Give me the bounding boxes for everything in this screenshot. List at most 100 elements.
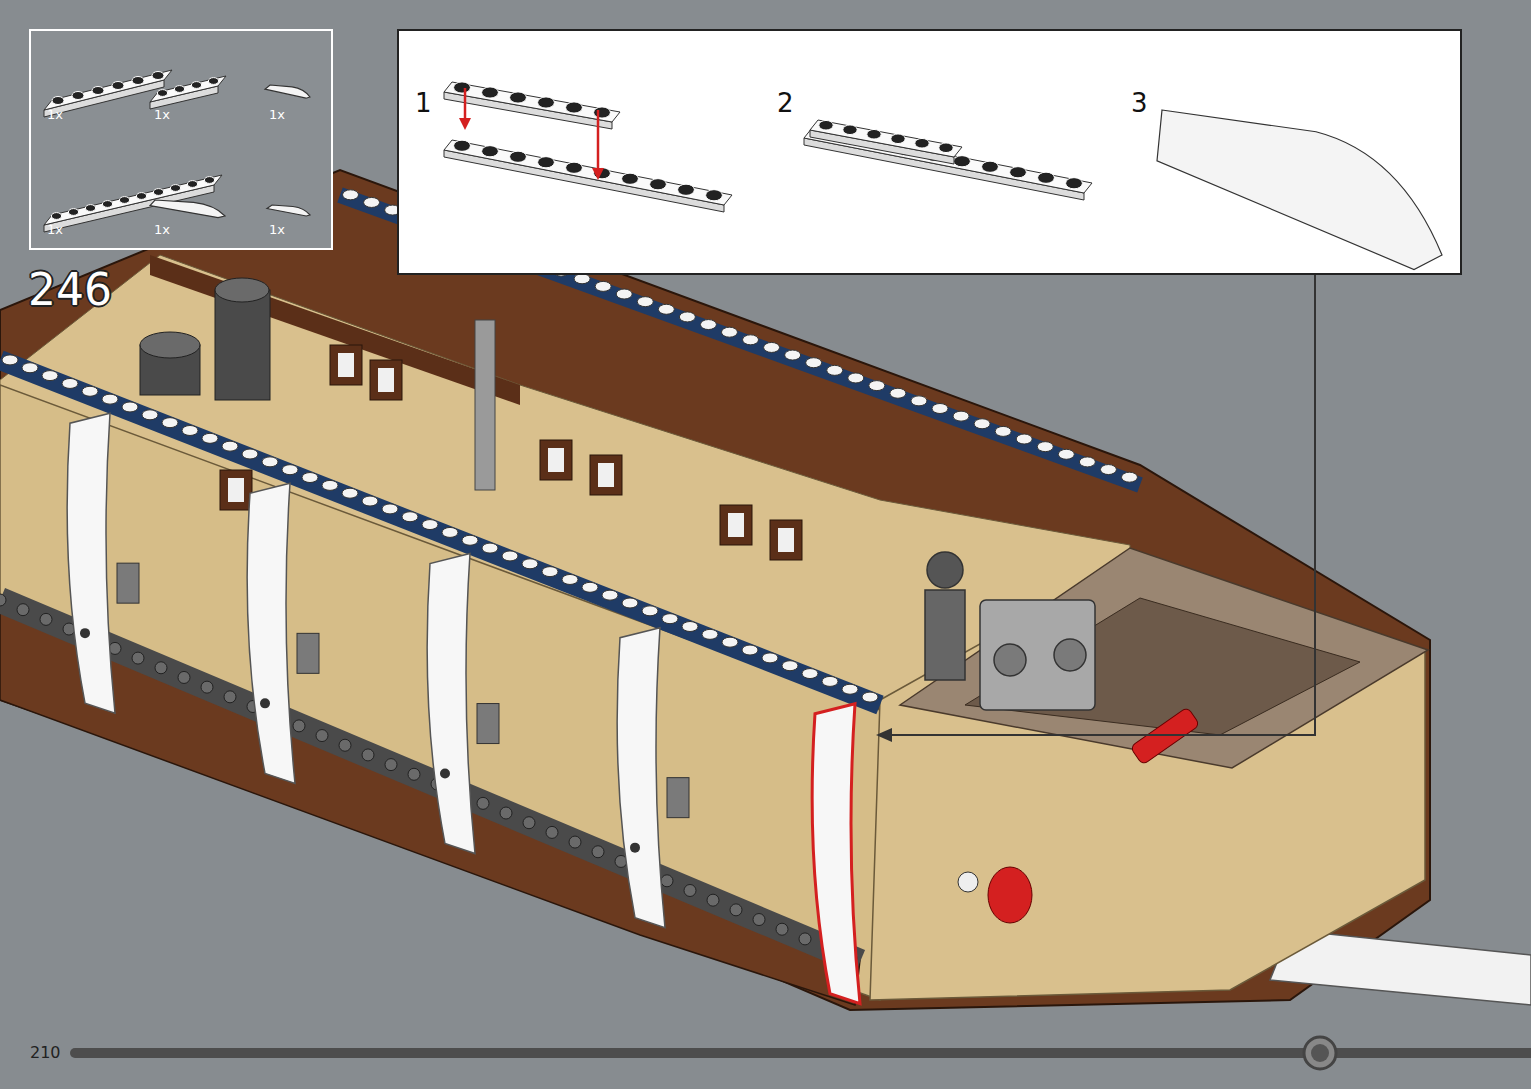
stud <box>785 350 801 360</box>
stud <box>616 289 632 299</box>
stud <box>932 404 948 414</box>
window-pane <box>228 478 244 502</box>
stud <box>538 97 555 108</box>
stud <box>119 197 129 204</box>
stud <box>174 86 184 93</box>
quantity-label: 1x <box>47 223 63 236</box>
stud <box>191 82 201 89</box>
window-pane <box>548 448 564 472</box>
stud <box>954 156 971 167</box>
chain-link <box>684 884 696 896</box>
stud <box>262 457 278 467</box>
substep-box: 1 2 3 <box>397 29 1462 275</box>
stud <box>85 205 95 212</box>
chain-link <box>155 662 167 674</box>
window-pane <box>378 368 394 392</box>
stud <box>742 645 758 655</box>
plate-top <box>444 140 732 205</box>
stud <box>152 72 164 80</box>
stud <box>482 146 499 157</box>
stud <box>827 365 843 375</box>
stud <box>764 342 780 352</box>
stud <box>482 87 499 98</box>
stud <box>522 559 538 569</box>
stud <box>862 692 878 702</box>
stud <box>136 193 146 200</box>
stud <box>819 120 833 130</box>
substep-box-fill <box>397 29 1462 275</box>
stud <box>510 151 527 162</box>
stud <box>802 669 818 679</box>
stud <box>454 82 471 93</box>
stud <box>679 312 695 322</box>
clip <box>667 778 689 818</box>
chain-link <box>316 730 328 742</box>
chain-link <box>408 768 420 780</box>
chain-link <box>753 914 765 926</box>
plate-side <box>804 138 1084 200</box>
stud <box>842 684 858 694</box>
stud <box>222 441 238 451</box>
substep-number: 2 <box>777 90 794 116</box>
stud <box>582 582 598 592</box>
chain-link <box>661 875 673 887</box>
chain-link <box>385 759 397 771</box>
stud <box>68 209 78 216</box>
chain-link <box>477 797 489 809</box>
stud <box>1066 178 1083 189</box>
window-pane <box>728 513 744 537</box>
stud <box>52 97 64 105</box>
pin <box>440 769 450 779</box>
stud <box>721 327 737 337</box>
chain-link <box>592 846 604 858</box>
step-number: 246 <box>28 268 112 312</box>
plate-top <box>810 120 962 157</box>
stud <box>1037 442 1053 452</box>
stud <box>182 425 198 435</box>
stud <box>782 661 798 671</box>
page-number: 210 <box>30 1045 61 1061</box>
pin <box>260 698 270 708</box>
stud <box>282 465 298 475</box>
parts-list-box: 1x1x1x1x1x1x <box>29 29 333 250</box>
stud <box>622 173 639 184</box>
stud <box>402 512 418 522</box>
stud <box>187 181 197 188</box>
chain-link <box>500 807 512 819</box>
stud <box>343 190 359 200</box>
stud <box>1058 449 1074 459</box>
plate-top <box>444 82 620 122</box>
stud <box>462 535 478 545</box>
chain-link <box>799 933 811 945</box>
stud <box>650 179 667 190</box>
chain-link <box>224 691 236 703</box>
substep-number: 3 <box>1131 90 1148 116</box>
ship-model <box>0 170 1531 1010</box>
window <box>720 505 752 545</box>
stud <box>302 473 318 483</box>
curved-slope <box>265 85 310 98</box>
stud <box>642 606 658 616</box>
stud <box>122 402 138 412</box>
quantity-label: 1x <box>154 108 170 121</box>
stud <box>595 281 611 291</box>
stud <box>204 177 214 184</box>
plate-side <box>444 150 724 212</box>
stud <box>322 480 338 490</box>
stud <box>702 629 718 639</box>
stud <box>82 386 98 396</box>
stud <box>1079 457 1095 467</box>
parts-box-fill <box>29 29 333 250</box>
chain-link <box>776 923 788 935</box>
quantity-label: 1x <box>154 223 170 236</box>
stud <box>454 140 471 151</box>
stud <box>422 520 438 530</box>
pin <box>80 628 90 638</box>
stud <box>382 504 398 514</box>
substep-number: 1 <box>415 90 432 116</box>
window <box>770 520 802 560</box>
stud <box>722 637 738 647</box>
chain-link <box>201 681 213 693</box>
stud <box>542 567 558 577</box>
stud <box>743 335 759 345</box>
